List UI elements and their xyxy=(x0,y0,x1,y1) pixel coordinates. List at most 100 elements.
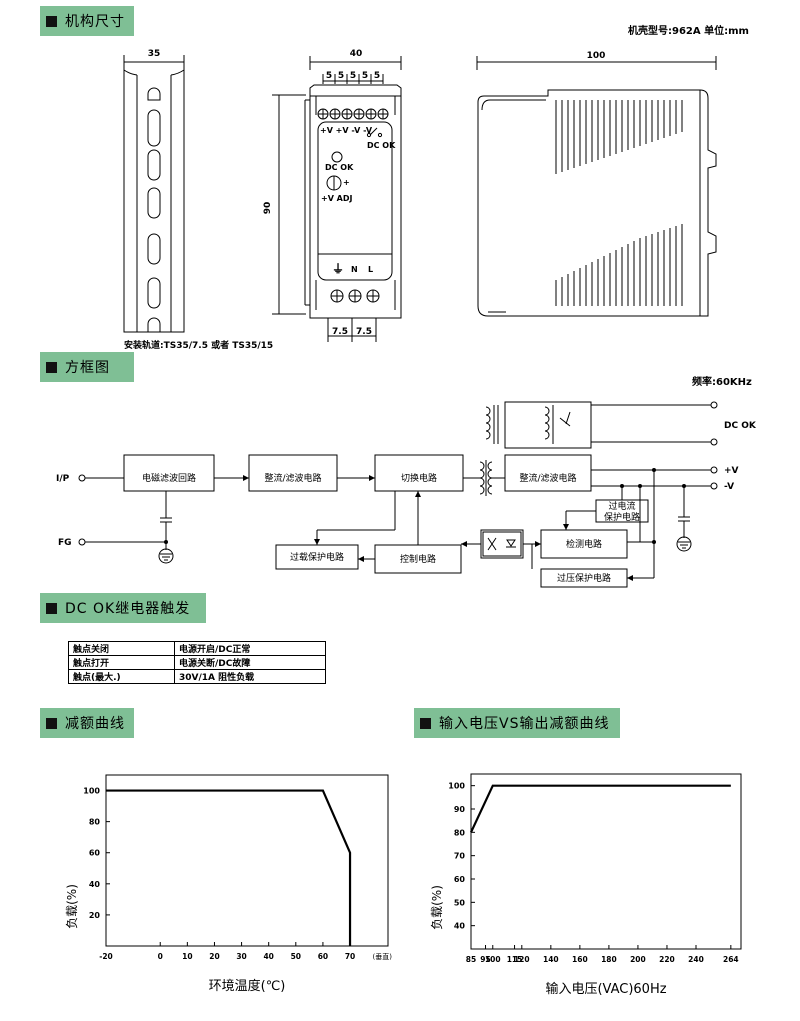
y-tick-label: 40 xyxy=(89,880,101,889)
pitch-top-2: 5 xyxy=(338,71,344,81)
adj-plus-label: + xyxy=(343,178,350,187)
y-tick-label: 100 xyxy=(83,787,100,796)
x-tick-label: 50 xyxy=(291,952,301,961)
table-row: 触点(最大.) 30V/1A 阻性负载 xyxy=(68,669,326,684)
x-tick-label: 30 xyxy=(236,952,246,961)
x-tick-label: 220 xyxy=(659,955,675,964)
x-tick-label: 264 xyxy=(723,955,739,964)
table-cell: 30V/1A 阻性负载 xyxy=(174,669,326,684)
y-tick-label: 100 xyxy=(448,782,465,791)
mechanical-drawing: 35 40 5 5 5 5 5 90 100 7.5 7.5 +V +V -V … xyxy=(123,49,717,342)
x-tick-label: 160 xyxy=(572,955,588,964)
pitch-top-4: 5 xyxy=(362,71,368,81)
x-tick-label: 95 xyxy=(480,955,490,964)
x-tick-label: 120 xyxy=(514,955,530,964)
x-tick-label: 85 xyxy=(466,955,476,964)
y-tick-label: 60 xyxy=(454,875,466,884)
adj-label: +V ADJ xyxy=(321,194,353,203)
section-title: 输入电压VS输出减额曲线 xyxy=(439,716,610,732)
table-cell: 触点关闭 xyxy=(68,641,175,656)
dc-ok-output-label: DC OK xyxy=(724,421,757,431)
overcurrent-block-line1: 过电流 xyxy=(608,500,635,512)
din-rail-drawing xyxy=(123,55,185,333)
y-tick-label: 70 xyxy=(454,852,466,861)
pitch-bottom-1: 7.5 xyxy=(332,327,348,337)
block-diagram: I/P FG DC OK +V -V 电磁滤波回路 整流/滤波电路 切换电路 整… xyxy=(56,401,757,588)
plot-frame xyxy=(470,773,742,950)
relay-contact-table: 触点关闭 电源开启/DC正常 触点打开 电源关断/DC故障 触点(最大.) 30… xyxy=(68,641,326,684)
bullet-square-icon xyxy=(46,15,57,27)
bullet-square-icon xyxy=(46,602,57,614)
section-header-mechanical: 机构尺寸 xyxy=(40,6,134,36)
table-cell: 电源关断/DC故障 xyxy=(174,655,326,670)
rail-note: 安装轨道:TS35/7.5 或者 TS35/15 xyxy=(124,341,274,351)
x-tick-label: 180 xyxy=(601,955,617,964)
switching-block: 切换电路 xyxy=(401,472,437,484)
y-tick-label: 40 xyxy=(454,922,466,931)
table-cell: 电源开启/DC正常 xyxy=(174,641,326,656)
overcurrent-block-line2: 保护电路 xyxy=(604,511,640,523)
y-axis-label: 负载(%) xyxy=(65,884,79,929)
plus-v-output-label: +V xyxy=(724,466,739,476)
fg-label: FG xyxy=(58,538,72,548)
minus-v-output-label: -V xyxy=(724,482,734,492)
front-width-dim: 40 xyxy=(350,49,363,59)
input-rectifier-block: 整流/滤波电路 xyxy=(264,472,321,484)
control-block: 控制电路 xyxy=(400,553,436,565)
x-tick-label: 70 xyxy=(345,952,355,961)
x-tick-label: 100 xyxy=(485,955,501,964)
section-header-relay: DC OK继电器触发 xyxy=(40,593,206,623)
y-tick-label: 80 xyxy=(89,818,101,827)
side-vent-slots xyxy=(555,100,683,306)
section-title: 减额曲线 xyxy=(65,716,125,732)
y-tick-label: 20 xyxy=(89,911,101,920)
ground-symbol-icon: ⏚ xyxy=(332,262,344,276)
bullet-square-icon xyxy=(420,717,431,729)
x-axis-label: 输入电压(VAC)60Hz xyxy=(545,981,666,997)
y-tick-label: 90 xyxy=(454,805,466,814)
x-tick-label: 200 xyxy=(630,955,646,964)
table-cell: 触点(最大.) xyxy=(68,669,175,684)
x-tick-label: -20 xyxy=(99,952,113,961)
neutral-label: N xyxy=(351,265,358,274)
section-title: 方框图 xyxy=(65,360,110,376)
y-tick-label: 60 xyxy=(89,849,101,858)
section-header-input-derating: 输入电压VS输出减额曲线 xyxy=(414,708,620,738)
table-cell: 触点打开 xyxy=(68,655,175,670)
bullet-square-icon xyxy=(46,361,57,373)
case-info: 机壳型号:962A 单位:mm xyxy=(628,26,749,37)
x-tick-label: 20 xyxy=(209,952,219,961)
y-axis-label: 负载(%) xyxy=(430,885,444,930)
detection-block: 检测电路 xyxy=(566,538,602,550)
derating-curve xyxy=(106,789,352,946)
section-title: DC OK继电器触发 xyxy=(65,601,191,617)
x-tick-label: 240 xyxy=(688,955,704,964)
plot-frame xyxy=(105,774,389,947)
dc-ok-switch-label: DC OK xyxy=(367,141,396,150)
side-view-drawing xyxy=(476,56,717,317)
led-label: DC OK xyxy=(325,163,354,172)
front-view-drawing xyxy=(272,56,402,342)
x-tick-label: 60 xyxy=(318,952,328,961)
overload-protection-block: 过载保护电路 xyxy=(290,551,344,563)
pitch-top-5: 5 xyxy=(374,71,380,81)
x-tick-label: 140 xyxy=(543,955,559,964)
section-header-block-diagram: 方框图 xyxy=(40,352,134,382)
terminal-labels: +V +V -V -V xyxy=(320,126,373,135)
overvoltage-block: 过压保护电路 xyxy=(557,572,611,584)
ip-label: I/P xyxy=(56,474,70,484)
table-row: 触点打开 电源关断/DC故障 xyxy=(68,655,326,670)
side-depth-dim: 100 xyxy=(587,51,606,61)
height-dim: 90 xyxy=(263,202,273,215)
table-row: 触点关闭 电源开启/DC正常 xyxy=(68,641,326,656)
y-tick-label: 50 xyxy=(454,898,466,907)
output-terminals xyxy=(317,108,389,120)
x-tick-label: 0 xyxy=(158,952,163,961)
line-label: L xyxy=(368,265,373,274)
section-header-derating: 减额曲线 xyxy=(40,708,134,738)
switching-frequency: 频率:60KHz xyxy=(692,377,752,388)
pitch-top-1: 5 xyxy=(326,71,332,81)
x-tick-label: 10 xyxy=(182,952,192,961)
